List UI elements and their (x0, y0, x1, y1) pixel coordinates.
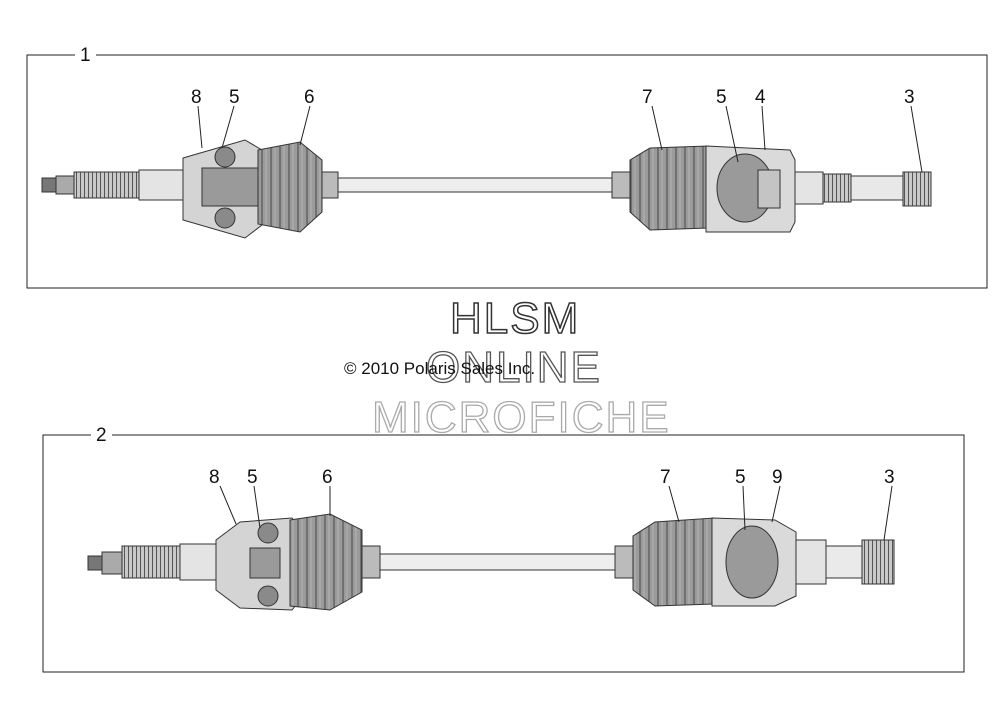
watermark-line1: HLSM (450, 294, 580, 343)
callout-3: 3 (904, 87, 915, 108)
callout-9: 9 (772, 467, 783, 488)
assembly-1-label: 1 (80, 45, 91, 66)
callout-6: 6 (322, 467, 333, 488)
watermark-line2: ONLINE (426, 343, 602, 392)
callout-5: 5 (716, 87, 727, 108)
callout-7: 7 (642, 87, 653, 108)
callout-5: 5 (247, 467, 258, 488)
callout-8: 8 (191, 87, 202, 108)
callout-7: 7 (660, 467, 671, 488)
callout-4: 4 (755, 87, 766, 108)
assembly-2-leaders (219, 485, 893, 541)
watermark: HLSM ONLINE MICROFICHE (371, 293, 671, 442)
callout-5: 5 (229, 87, 240, 108)
callout-8: 8 (209, 467, 220, 488)
copyright-notice: © 2010 Polaris Sales Inc. (344, 359, 535, 378)
watermark-line3: MICROFICHE (372, 393, 671, 442)
assembly-1: 1 (26, 44, 988, 289)
callout-3: 3 (884, 467, 895, 488)
assembly-2-frame (42, 434, 965, 673)
axle-shaft-1 (41, 139, 932, 239)
axle-shaft-2 (87, 513, 895, 611)
callout-5: 5 (735, 467, 746, 488)
assembly-2: 2 (42, 424, 965, 673)
assembly-2-label: 2 (96, 425, 107, 446)
assembly-1-frame (26, 54, 988, 289)
assembly-1-leaders (197, 105, 923, 173)
callout-6: 6 (304, 87, 315, 108)
